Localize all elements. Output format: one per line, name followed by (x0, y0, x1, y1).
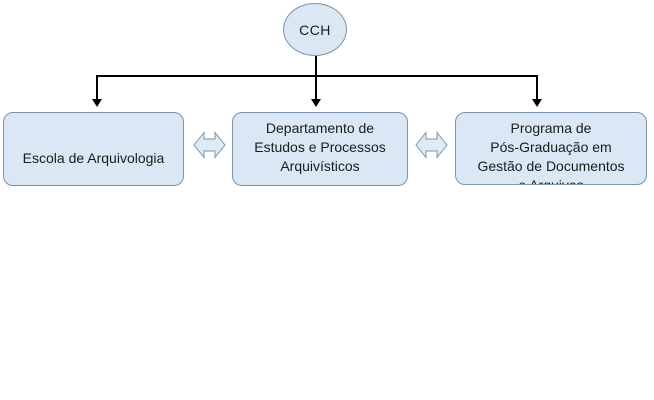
node-label-line: Estudos e Processos (254, 139, 386, 155)
root-node-cch: CCH (283, 3, 347, 56)
node-label-line: Arquivísticos (280, 158, 360, 174)
connector-horizontal-bar (96, 75, 538, 77)
node-label-line-clipped: e Arquivos (518, 177, 584, 185)
node-label: Escola de Arquivologia (22, 150, 165, 166)
connector-drop-middle (315, 75, 317, 100)
arrowhead-down-icon (532, 99, 542, 107)
root-node-label: CCH (299, 21, 331, 38)
connector-root-drop (315, 56, 317, 76)
connector-drop-left (96, 75, 98, 100)
node-departamento-estudos-processos-arquivisticos: Departamento de Estudos e Processos Arqu… (232, 112, 408, 186)
arrowhead-down-icon (92, 99, 102, 107)
node-label-line: Departamento de (265, 120, 375, 136)
arrowhead-down-icon (311, 99, 321, 107)
double-arrow-icon (415, 131, 448, 159)
connector-drop-right (536, 75, 538, 100)
node-label-line: Pós-Graduação em (490, 139, 612, 155)
node-label-line: Gestão de Documentos (477, 158, 625, 174)
node-programa-pos-graduacao-gestao-documentos: Programa de Pós-Graduação em Gestão de D… (455, 112, 647, 185)
node-label-line: Programa de (510, 120, 592, 136)
double-arrow-icon (193, 131, 226, 159)
node-escola-de-arquivologia: Escola de Arquivologia (3, 112, 184, 186)
